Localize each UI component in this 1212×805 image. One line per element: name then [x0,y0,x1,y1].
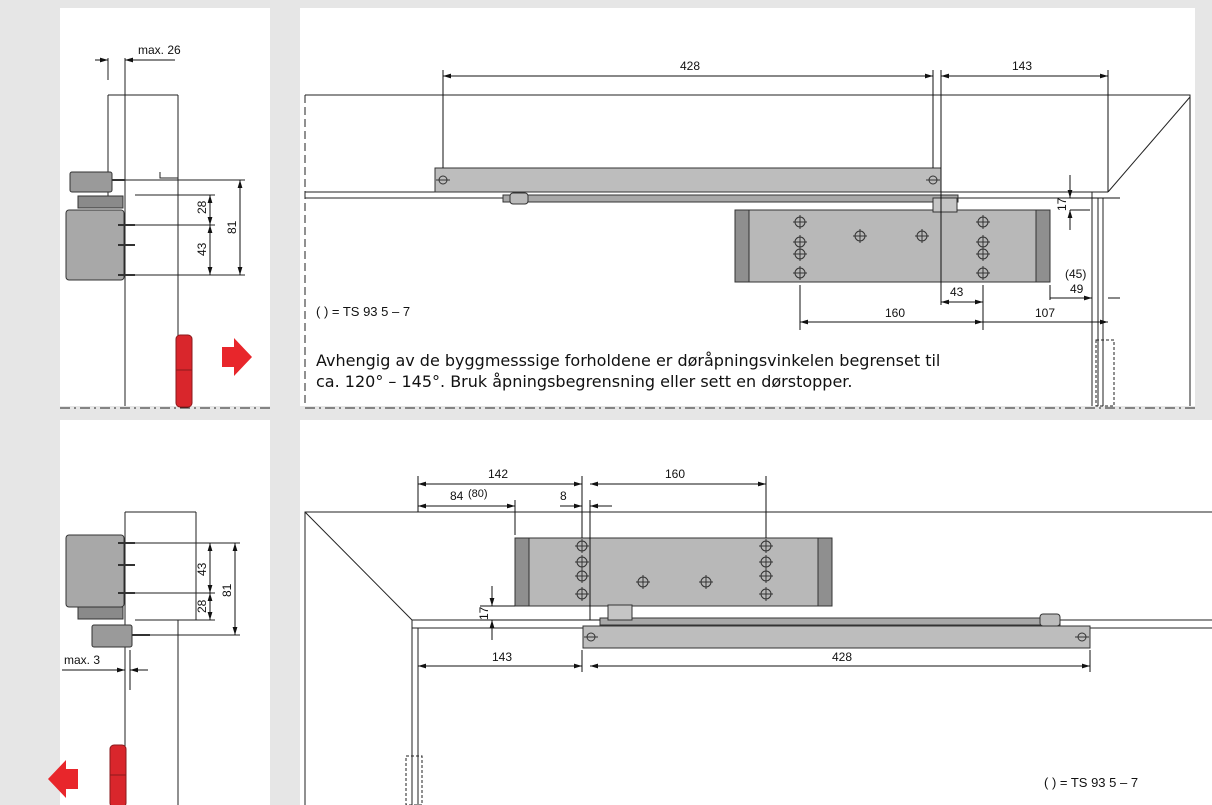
bottom-legend: ( ) = TS 93 5 – 7 [1044,775,1139,790]
bottom-dim-428: 428 [832,650,852,664]
top-dim-45: (45) [1065,267,1086,281]
top-dim-43: 43 [950,285,964,299]
top-direction-arrow-icon [222,338,252,376]
top-rail [434,167,959,205]
bottom-dim-142: 142 [488,467,508,481]
top-dim-107: 107 [1035,306,1055,320]
top-legend: ( ) = TS 93 5 – 7 [316,304,411,319]
top-note: Avhengig av de byggmesssige forholdene e… [316,350,1056,392]
bottom-dim-8: 8 [560,489,567,503]
bottom-dimension-lines [417,476,1091,672]
bottom-side-dim-43: 43 [195,562,209,576]
top-side-closer [65,171,135,281]
top-side-dim-81: 81 [225,220,239,234]
bottom-side-dim-28: 28 [195,599,209,613]
top-dimension-lines [442,70,1120,330]
top-dim-428: 428 [680,59,700,73]
bottom-dim-143: 143 [492,650,512,664]
bottom-closer-body [514,537,833,621]
top-hinge [175,334,193,408]
top-side-dim-43: 43 [195,242,209,256]
top-dim-143: 143 [1012,59,1032,73]
bottom-main-panel [300,420,1212,805]
top-max-label: max. 26 [138,43,181,57]
bottom-max-label: max. 3 [64,653,100,667]
top-side-dimension-lines [95,57,243,275]
bottom-hinge [109,744,127,805]
bottom-dim-80: (80) [468,488,488,500]
bottom-side-dimension-lines [62,543,238,690]
top-side-dim-28: 28 [195,200,209,214]
bottom-dim-160: 160 [665,467,685,481]
top-note-line-2: ca. 120° – 145°. Bruk åpningsbegrensning… [316,372,853,391]
bottom-rail [582,613,1091,649]
bottom-side-closer [65,534,150,648]
top-dim-160: 160 [885,306,905,320]
bottom-direction-arrow-icon [48,760,78,798]
bottom-dim-17: 17 [477,606,491,620]
top-note-line-1: Avhengig av de byggmesssige forholdene e… [316,351,941,370]
top-dim-17: 17 [1055,197,1069,211]
top-dim-49: 49 [1070,282,1084,296]
bottom-dim-84: 84 [450,489,464,503]
top-closer-body [734,197,1051,283]
bottom-side-dim-81: 81 [220,583,234,597]
